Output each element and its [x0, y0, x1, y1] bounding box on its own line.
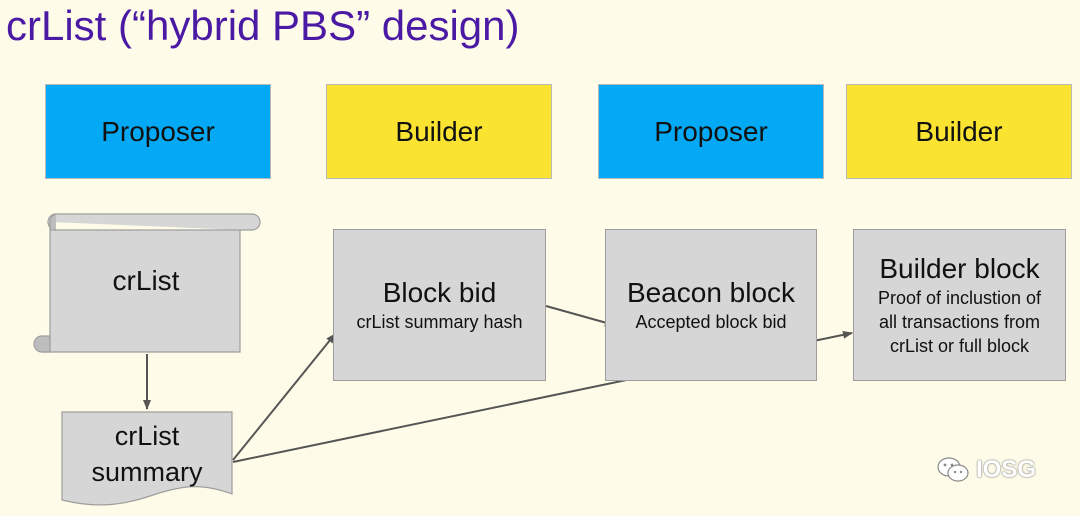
beacon-block-subtitle: Accepted block bid: [635, 312, 787, 332]
page-title: crList (“hybrid PBS” design): [6, 2, 520, 49]
builder-block-box: Builder block Proof of inclustion of all…: [853, 229, 1066, 381]
arrow-blockbid-to-beacon: [545, 305, 615, 327]
builder-block-title: Builder block: [879, 253, 1040, 284]
block-bid-title: Block bid: [382, 277, 497, 308]
builder-block-line3: crList or full block: [889, 336, 1030, 356]
wechat-icon: [937, 457, 969, 482]
watermark: IOSG: [936, 456, 1036, 484]
beacon-block-box: Beacon block Accepted block bid: [605, 229, 817, 381]
block-bid-box: Block bid crList summary hash: [333, 229, 546, 381]
builder-block-line2: all transactions from: [878, 312, 1041, 332]
crlist-summary-shape: [61, 411, 233, 506]
role-builder-2: Builder: [846, 84, 1072, 179]
arrow-summary-to-blockbid: [232, 333, 336, 461]
crlist-scroll-shape: [33, 213, 261, 353]
role-proposer-2: Proposer: [598, 84, 824, 179]
crlist-summary-line2: summary: [91, 457, 203, 487]
role-proposer-1: Proposer: [45, 84, 271, 179]
crlist-summary-label: crList summary: [62, 418, 232, 490]
crlist-summary-line1: crList: [114, 421, 180, 451]
watermark-text: IOSG: [976, 456, 1037, 483]
crlist-scroll-label: crList: [112, 265, 180, 296]
beacon-block-title: Beacon block: [626, 277, 796, 308]
role-builder-1: Builder: [326, 84, 552, 179]
builder-block-line1: Proof of inclustion of: [877, 288, 1042, 308]
block-bid-subtitle: crList summary hash: [356, 312, 523, 332]
